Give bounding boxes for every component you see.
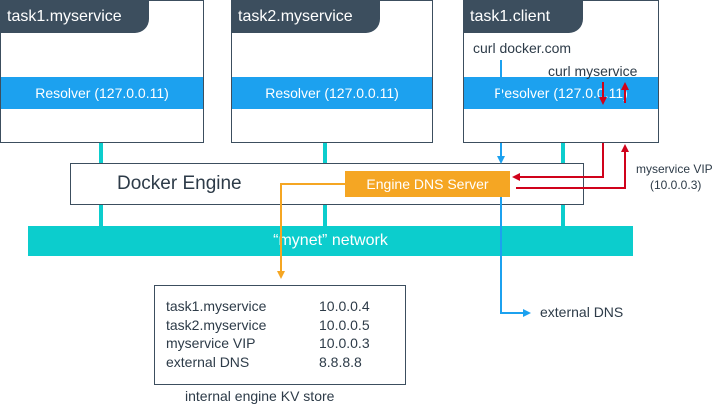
curl-external-command: curl docker.com [473,40,572,56]
docker-engine-label: Docker Engine [117,173,242,194]
mynet-network-bar: “mynet” network [28,226,633,256]
external-dns-label: external DNS [540,304,624,320]
kv-row-ip: 10.0.0.3 [319,335,370,351]
kv-row-name: external DNS [166,354,250,370]
kv-row-ip: 10.0.0.4 [319,298,370,314]
task2-myservice-resolver: Resolver (127.0.0.11) [232,77,432,109]
kv-row-ip: 10.0.0.5 [319,317,370,333]
kv-row-name: task1.myservice [166,298,267,314]
resolver-query-arrow [512,143,604,181]
kv-store-caption: internal engine KV store [185,388,335,404]
task1-client-title: task1.client [464,1,583,33]
external-dns-arrow [500,197,531,317]
vip-note-line2: (10.0.0.3) [650,178,702,192]
task2-myservice-title: task2.myservice [232,1,380,33]
vip-response-arrow [516,144,629,189]
task1-myservice-title: task1.myservice [1,1,149,33]
kv-row-ip: 8.8.8.8 [319,354,362,370]
kv-lookup-arrow [277,183,345,279]
task1-client-container: task1.client Resolver (127.0.0.11) [463,0,659,143]
kv-row-name: myservice VIP [166,335,256,351]
kv-row-name: task2.myservice [166,317,267,333]
kv-store-box: task1.myservice 10.0.0.4 task2.myservice… [154,285,406,385]
task2-myservice-container: task2.myservice Resolver (127.0.0.11) [231,0,433,143]
task1-myservice-container: task1.myservice Resolver (127.0.0.11) [0,0,204,143]
task1-myservice-resolver: Resolver (127.0.0.11) [1,77,203,109]
curl-service-command: curl myservice [548,63,638,79]
vip-note-line1: myservice VIP [636,162,713,176]
engine-dns-server: Engine DNS Server [345,171,510,197]
